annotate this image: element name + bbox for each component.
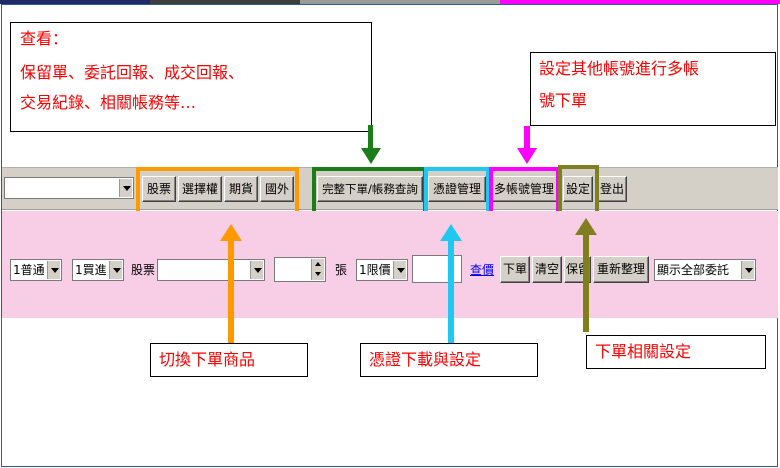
strip-segment bbox=[0, 0, 150, 4]
account-select[interactable] bbox=[4, 177, 134, 199]
price-type-select[interactable]: 1限價 bbox=[356, 259, 408, 281]
logout-button[interactable]: 登出 bbox=[597, 176, 627, 202]
spin-up-icon[interactable] bbox=[311, 259, 324, 270]
options-button[interactable]: 選擇權 bbox=[178, 176, 222, 202]
price-type-value: 1限價 bbox=[359, 263, 391, 277]
callout-arrow-icon bbox=[517, 148, 537, 164]
clear-button[interactable]: 清空 bbox=[532, 256, 562, 283]
side-value: 1買進 bbox=[75, 263, 107, 277]
multi-account-button[interactable]: 多帳號管理 bbox=[490, 176, 558, 202]
callout-line: 設定其他帳號進行多帳 bbox=[539, 59, 700, 78]
chevron-down-icon[interactable] bbox=[109, 261, 122, 279]
callout-line: 交易紀錄、相關帳務等… bbox=[20, 93, 197, 112]
chevron-down-icon[interactable] bbox=[741, 261, 754, 279]
order-settings-callout: 下單相關設定 bbox=[586, 335, 766, 369]
price-input[interactable] bbox=[412, 255, 462, 283]
callout-arrow-icon bbox=[524, 126, 530, 150]
callout-arrow-icon bbox=[368, 125, 373, 150]
reset-button[interactable]: 重新整理 bbox=[593, 256, 649, 283]
callout-arrow-icon bbox=[440, 224, 462, 241]
side-select[interactable]: 1買進 bbox=[72, 259, 124, 281]
display-filter-select[interactable]: 顯示全部委託 bbox=[654, 259, 756, 281]
order-type-select[interactable]: 1普通 bbox=[10, 259, 62, 281]
quote-link[interactable]: 查價 bbox=[470, 263, 495, 277]
callout-line: 保留單、委託回報、成交回報、 bbox=[20, 63, 245, 82]
futures-button[interactable]: 期貨 bbox=[224, 176, 258, 202]
spin-down-icon[interactable] bbox=[311, 269, 324, 280]
stock-button[interactable]: 股票 bbox=[142, 176, 176, 202]
chevron-down-icon[interactable] bbox=[393, 261, 406, 279]
switch-product-callout: 切換下單商品 bbox=[150, 343, 308, 377]
chevron-down-icon[interactable] bbox=[119, 179, 132, 197]
callout-line: 號下單 bbox=[539, 91, 588, 110]
chevron-down-icon[interactable] bbox=[47, 261, 60, 279]
callout-arrow-icon bbox=[220, 224, 242, 241]
cert-management-button[interactable]: 憑證管理 bbox=[428, 176, 486, 202]
place-order-button[interactable]: 下單 bbox=[500, 256, 530, 283]
callout-arrow-icon bbox=[361, 148, 381, 164]
order-type-value: 1普通 bbox=[13, 263, 45, 277]
product-label: 股票 bbox=[131, 263, 156, 277]
view-records-callout: 查看： 保留單、委託回報、成交回報、 交易紀錄、相關帳務等… bbox=[10, 22, 372, 132]
callout-line: 查看： bbox=[20, 29, 69, 48]
chevron-down-icon[interactable] bbox=[250, 261, 263, 279]
multi-account-callout: 設定其他帳號進行多帳 號下單 bbox=[530, 52, 776, 126]
callout-arrow-icon bbox=[448, 240, 454, 343]
callout-arrow-icon bbox=[575, 218, 597, 235]
strip-segment bbox=[500, 0, 780, 4]
callout-arrow-icon bbox=[228, 240, 234, 343]
strip-segment bbox=[300, 0, 500, 4]
display-filter-value: 顯示全部委託 bbox=[657, 263, 730, 277]
product-select[interactable] bbox=[157, 259, 265, 281]
foreign-button[interactable]: 國外 bbox=[260, 176, 294, 202]
unit-label: 張 bbox=[335, 263, 348, 277]
settings-button[interactable]: 設定 bbox=[563, 176, 593, 202]
callout-arrow-icon bbox=[583, 234, 589, 332]
full-order-query-button[interactable]: 完整下單/帳務查詢 bbox=[317, 176, 423, 202]
top-color-strip bbox=[0, 0, 780, 4]
cert-download-callout: 憑證下載與設定 bbox=[360, 343, 538, 377]
strip-segment bbox=[150, 0, 300, 4]
quantity-stepper[interactable] bbox=[274, 257, 326, 282]
